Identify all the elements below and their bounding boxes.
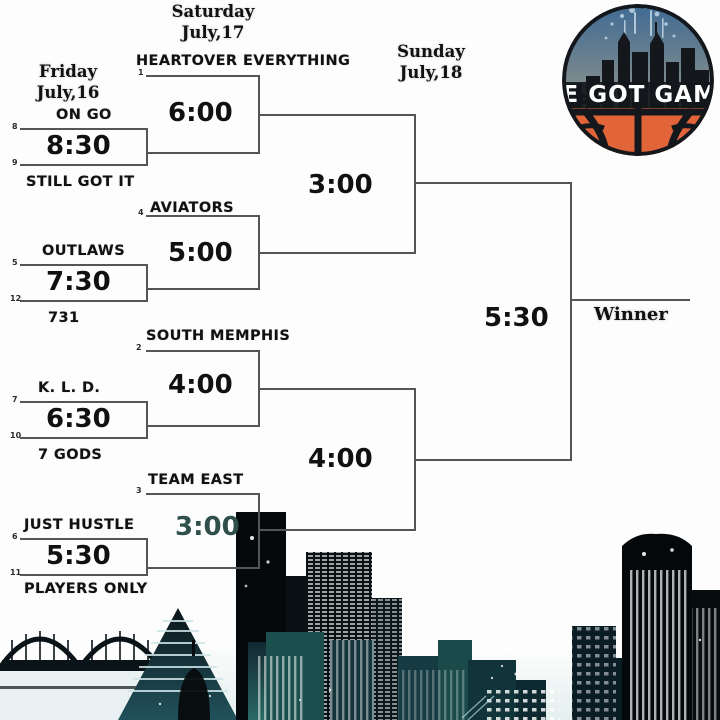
r2-g3-seed: 2 — [136, 343, 142, 352]
r1-g4-time: 5:30 — [46, 541, 111, 571]
r3-g1-time: 3:00 — [308, 170, 373, 200]
r2-g1-top-line — [146, 75, 260, 77]
r2-g3-bottom-line — [146, 425, 260, 427]
r2-g4-seed: 3 — [136, 486, 142, 495]
final-top-line — [414, 182, 572, 184]
r1-g1-top-team: ON GO — [56, 107, 112, 123]
r1-g4-bottom-line — [20, 574, 148, 576]
r1-g2-top-team: OUTLAWS — [42, 243, 126, 259]
r2-g2-bottom-line — [146, 288, 260, 290]
r1-g4-bottom-seed: 11 — [10, 568, 22, 577]
r1-g3-bottom-line — [20, 437, 148, 439]
r2-g3-team: SOUTH MEMPHIS — [146, 328, 291, 344]
r2-g1-time: 6:00 — [168, 98, 233, 128]
r1-g3-top-team: K. L. D. — [38, 380, 101, 396]
r2-g4-top-line — [146, 493, 260, 495]
r1-g2-time: 7:30 — [46, 267, 111, 297]
r1-g4-bottom-team: PLAYERS ONLY — [24, 581, 148, 597]
r2-g2-seed: 4 — [138, 208, 144, 217]
r1-g2-connector — [146, 264, 148, 300]
r1-g3-connector — [146, 401, 148, 437]
header-saturday: Saturday July,17 — [158, 2, 268, 43]
header-saturday-date: July,17 — [181, 22, 245, 42]
r1-g3-bottom-seed: 10 — [10, 431, 22, 440]
r1-g3-top-line — [20, 401, 148, 403]
final-bottom-line — [414, 459, 572, 461]
r1-g4-connector — [146, 538, 148, 574]
r1-g2-bottom-line — [20, 300, 148, 302]
r3-g2-bottom-line — [258, 529, 416, 531]
r2-g1-team: HEARTOVER EVERYTHING — [136, 53, 351, 69]
logo-text: HE GOT GAME — [562, 82, 714, 108]
header-sunday-date: July,18 — [399, 62, 463, 82]
champion-line — [570, 299, 690, 301]
r1-g3-bottom-team: 7 GODS — [38, 447, 103, 463]
r2-g1-bottom-line — [146, 152, 260, 154]
r1-g1-top-line — [20, 128, 148, 130]
final-time: 5:30 — [484, 303, 549, 333]
r1-g3-top-seed: 7 — [12, 395, 18, 404]
r1-g1-connector — [146, 128, 148, 164]
r2-g1-seed: 1 — [138, 68, 144, 77]
r1-g4-top-line — [20, 538, 148, 540]
r3-g1-top-line — [258, 114, 416, 116]
r2-g2-top-line — [146, 215, 260, 217]
header-sunday-day: Sunday — [397, 42, 465, 61]
he-got-game-logo: HE GOT GAME — [562, 4, 714, 156]
header-friday-date: July,16 — [36, 82, 100, 102]
r1-g2-top-line — [20, 264, 148, 266]
r1-g2-top-seed: 5 — [12, 258, 18, 267]
r1-g1-bottom-team: STILL GOT IT — [26, 174, 135, 190]
r2-g3-top-line — [146, 350, 260, 352]
r1-g2-bottom-team: 731 — [48, 310, 80, 326]
r2-g4-team: TEAM EAST — [148, 472, 244, 488]
header-friday: Friday July,16 — [18, 62, 118, 103]
r3-g2-top-line — [258, 388, 416, 390]
r2-g2-time: 5:00 — [168, 238, 233, 268]
r1-g4-top-seed: 6 — [12, 532, 18, 541]
header-friday-day: Friday — [38, 62, 98, 81]
header-saturday-day: Saturday — [171, 2, 255, 21]
r1-g2-bottom-seed: 12 — [10, 294, 22, 303]
r1-g3-time: 6:30 — [46, 404, 111, 434]
header-sunday: Sunday July,18 — [378, 42, 484, 83]
r1-g1-bottom-seed: 9 — [12, 158, 18, 167]
r2-g4-time: 3:00 — [175, 512, 240, 542]
r2-g2-team: AVIATORS — [150, 200, 234, 216]
r1-g1-time: 8:30 — [46, 131, 111, 161]
r3-g2-time: 4:00 — [308, 444, 373, 474]
logo-artwork: HE GOT GAME — [562, 4, 714, 156]
champion-label: Winner — [594, 304, 668, 325]
r2-g4-bottom-line — [146, 567, 260, 569]
r1-g1-bottom-line — [20, 164, 148, 166]
r1-g1-top-seed: 8 — [12, 122, 18, 131]
final-connector — [570, 182, 572, 460]
r3-g1-bottom-line — [258, 252, 416, 254]
r1-g4-top-team: JUST HUSTLE — [24, 517, 135, 533]
r2-g3-time: 4:00 — [168, 370, 233, 400]
